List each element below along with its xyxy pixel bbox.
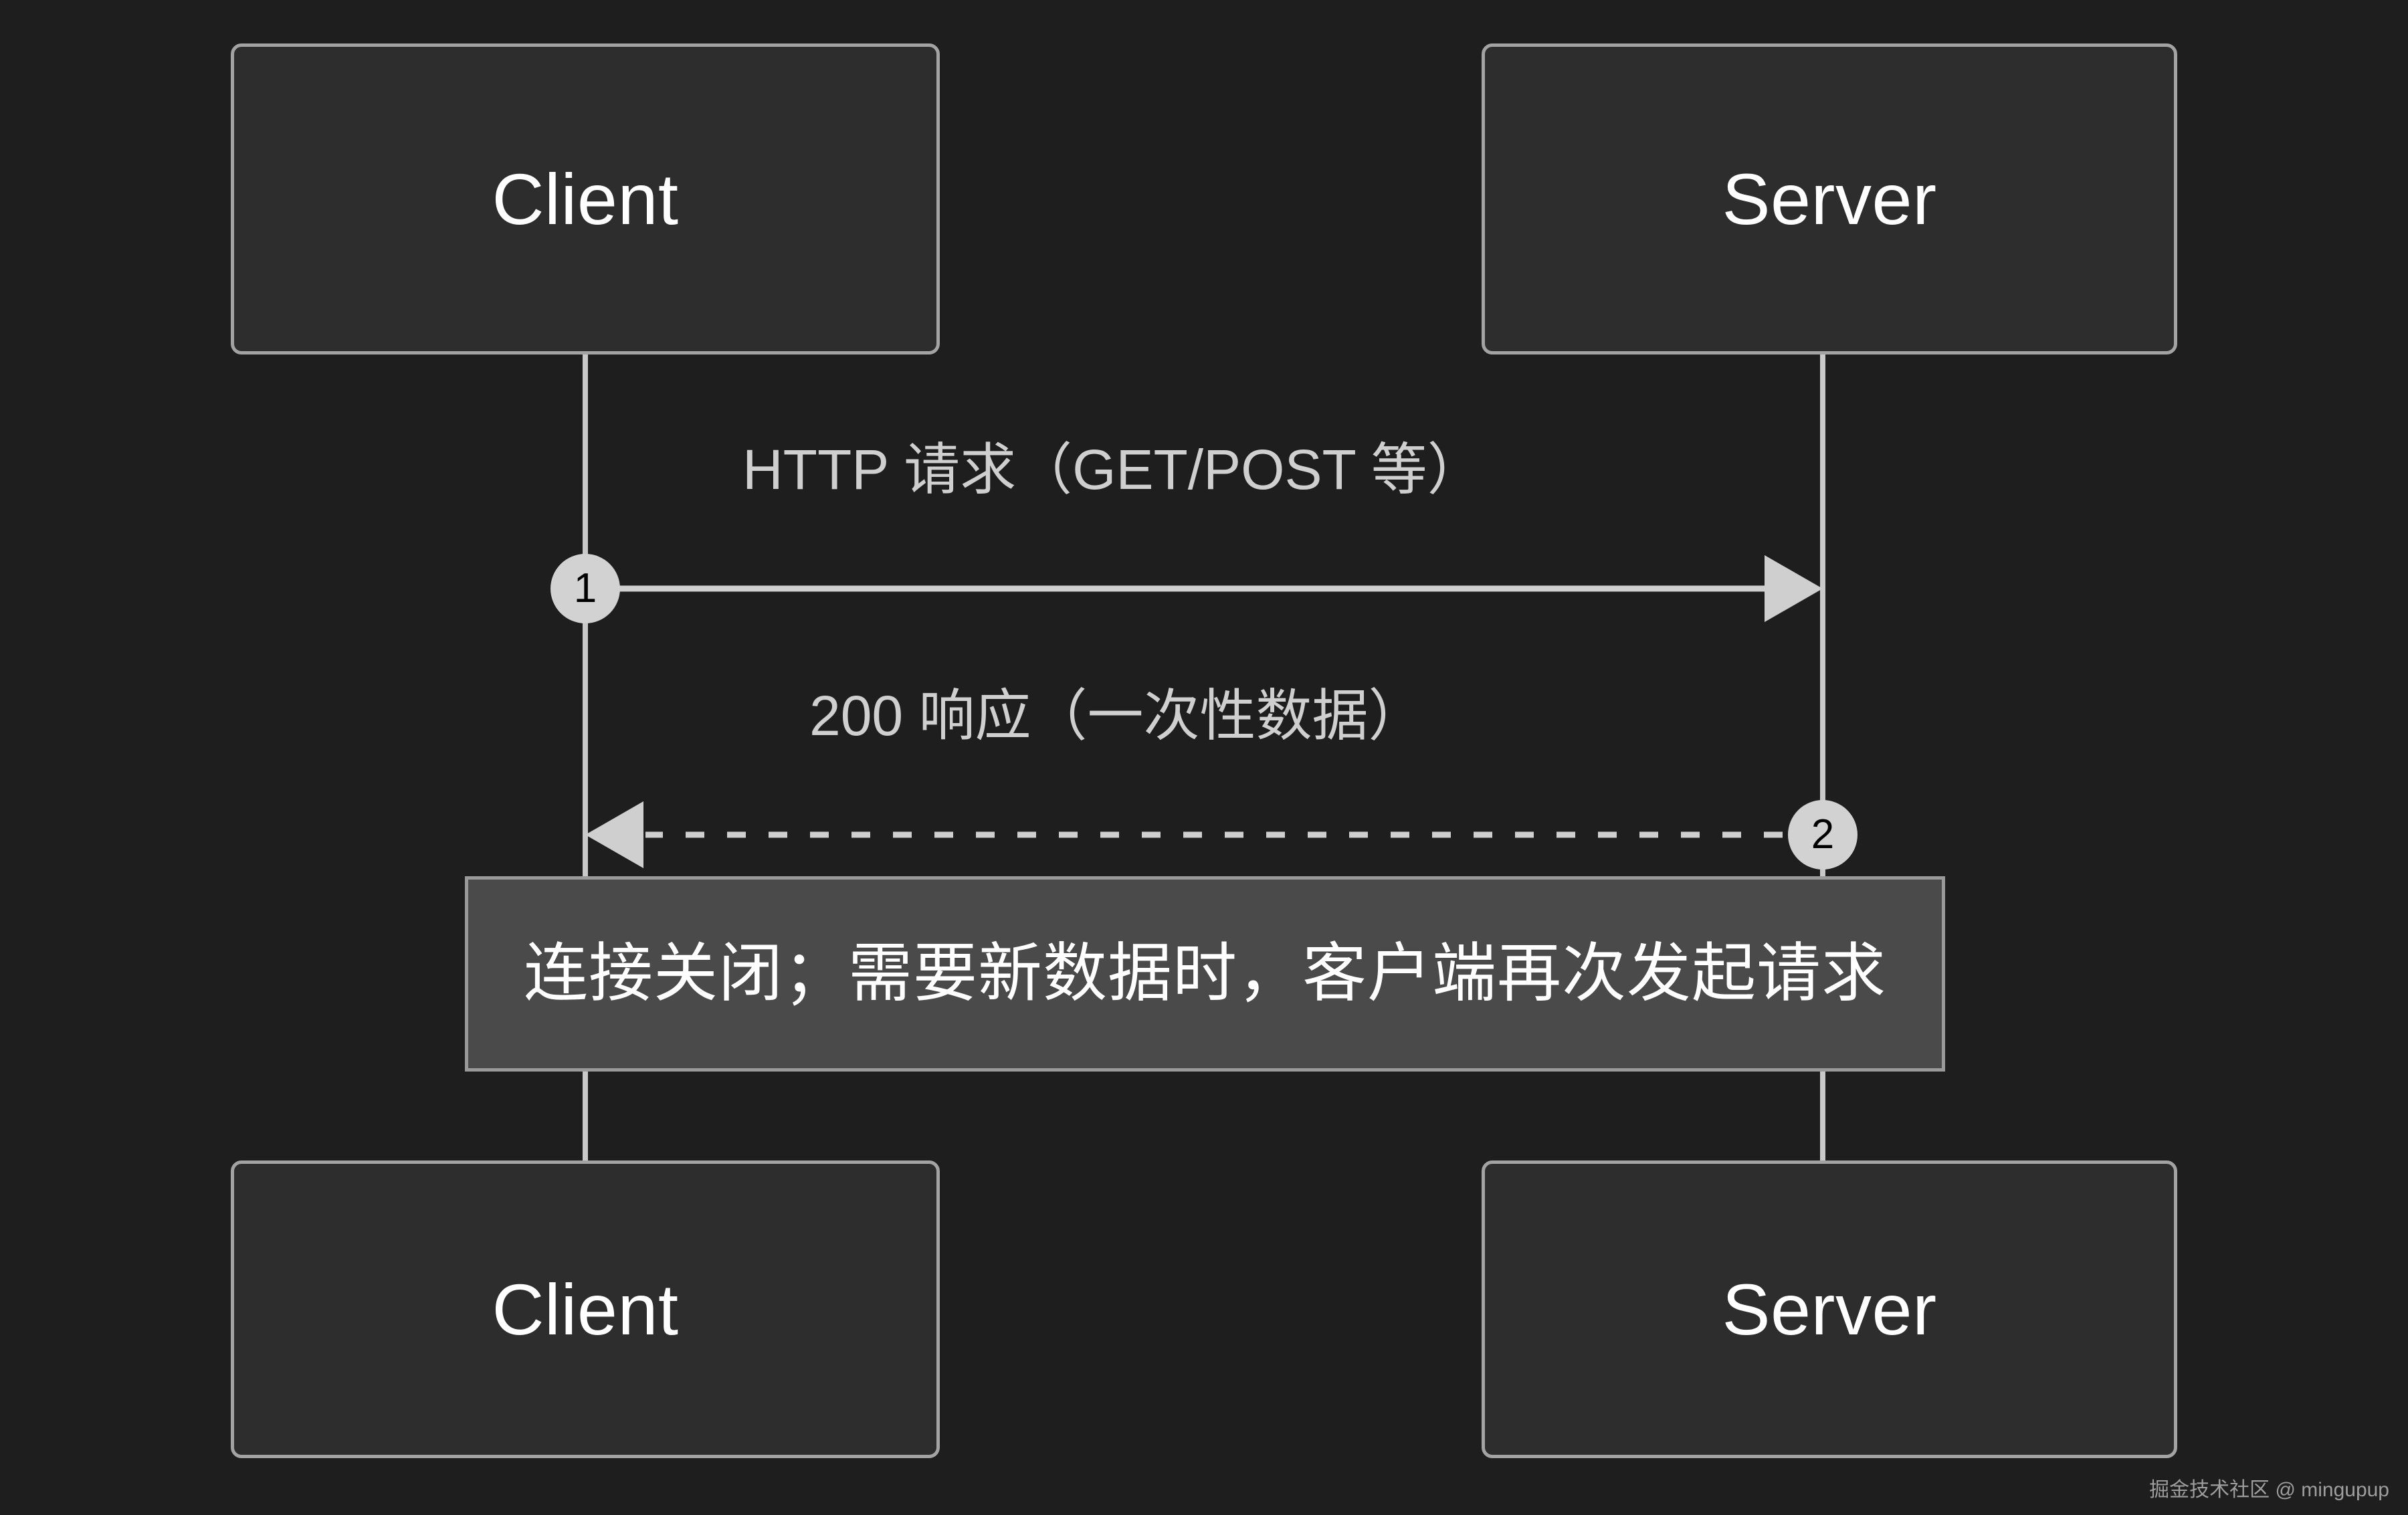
participant-label-server-top: Server	[1722, 158, 1937, 239]
watermark: 掘金技术社区 @ mingupup	[2149, 1479, 2389, 1501]
sequence-number-2: 2	[1788, 800, 1858, 870]
message-arrow-1	[587, 555, 1823, 622]
message-label-1: HTTP 请求（GET/POST 等）	[742, 438, 1484, 501]
note-box: 连接关闭；需要新数据时，客户端再次发起请求	[465, 876, 1945, 1072]
participant-box-client-top[interactable]: Client	[231, 43, 940, 355]
lifeline-server	[1820, 355, 1825, 1160]
message-label-2: 200 响应（一次性数据）	[809, 684, 1425, 747]
participant-box-server-top[interactable]: Server	[1482, 43, 2177, 355]
participant-box-client-bottom[interactable]: Client	[231, 1160, 940, 1458]
participant-box-server-bottom[interactable]: Server	[1482, 1160, 2177, 1458]
lifeline-client	[583, 355, 588, 1160]
note-text: 连接关闭；需要新数据时，客户端再次发起请求	[524, 938, 1886, 1009]
participant-label-client-top: Client	[492, 158, 679, 239]
participant-label-server-bottom: Server	[1722, 1268, 1937, 1350]
participant-label-client-bottom: Client	[492, 1268, 679, 1350]
message-arrow-2	[585, 801, 1783, 868]
sequence-number-1: 1	[550, 554, 620, 623]
